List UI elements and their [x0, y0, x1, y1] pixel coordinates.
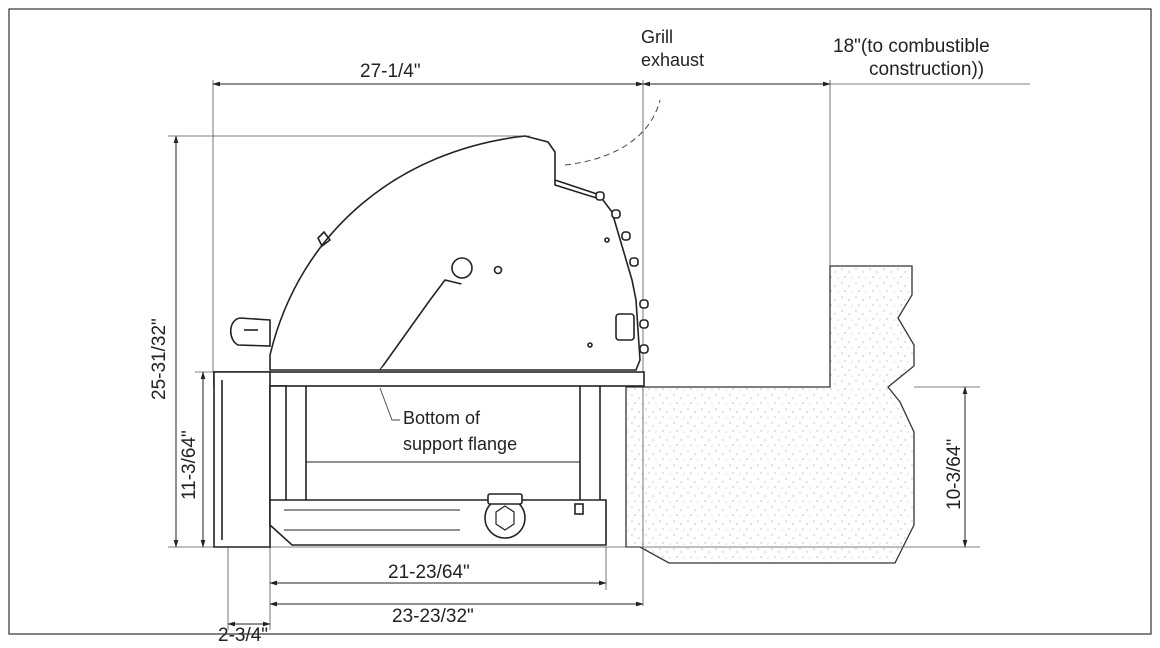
callout-labels: Grill exhaust Bottom of support flange — [379, 27, 704, 454]
grill-hood — [269, 135, 641, 371]
grill-knobs — [595, 191, 649, 354]
dim-cutout-height: 10-3/64" — [944, 439, 965, 510]
exhaust-flow-line — [564, 99, 661, 166]
dim-drop-in-height: 11-3/64" — [179, 430, 200, 500]
dim-front-overhang: 2-3/4" — [218, 625, 268, 643]
dim-overall-depth: 27-1/4" — [360, 61, 421, 82]
firebox — [213, 371, 645, 548]
dim-rear-clearance-line2: construction)) — [869, 59, 984, 80]
drawing-border — [8, 8, 1152, 635]
exhaust-label-line1: Grill — [641, 27, 673, 47]
flange-label-line1: Bottom of — [403, 408, 481, 428]
exhaust-label-line2: exhaust — [641, 50, 704, 70]
dimension-lines — [173, 81, 968, 627]
dimension-labels: 27-1/4" 18"(to combustible construction)… — [149, 36, 990, 646]
dim-overall-height: 25-31/32" — [149, 318, 170, 400]
dim-rear-clearance: 18"(to combustible — [833, 36, 990, 57]
flange-leader-line — [379, 387, 400, 421]
hood-handle — [229, 317, 271, 347]
dim-body-depth: 21-23/64" — [388, 562, 470, 583]
flange-label-line2: support flange — [403, 434, 517, 454]
countertop-section — [625, 265, 915, 564]
dim-cutout-depth: 23-23/32" — [392, 606, 474, 627]
